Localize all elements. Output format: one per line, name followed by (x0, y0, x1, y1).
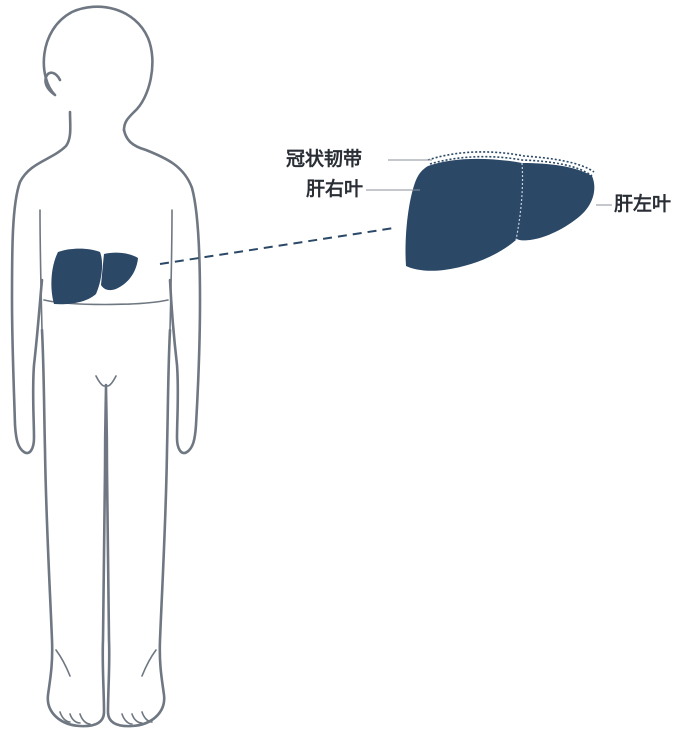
label-coronary-ligament: 冠状韧带 (286, 150, 362, 169)
enlarged-liver-right-lobe (405, 159, 523, 271)
enlarged-liver (405, 152, 594, 271)
label-left-lobe: 肝左叶 (614, 195, 671, 214)
body-liver-left-lobe (101, 253, 138, 291)
head-outline (44, 7, 153, 130)
legs-outline (42, 330, 170, 726)
groin-detail (96, 376, 116, 386)
label-right-lobe: 肝右叶 (306, 180, 363, 199)
body-liver-right-lobe (51, 249, 102, 305)
child-body-outline (12, 7, 200, 726)
magnify-connector-line (160, 228, 394, 264)
enlarged-liver-left-lobe (516, 163, 594, 240)
feet-toe-lines (56, 650, 156, 724)
body-liver (51, 249, 138, 305)
